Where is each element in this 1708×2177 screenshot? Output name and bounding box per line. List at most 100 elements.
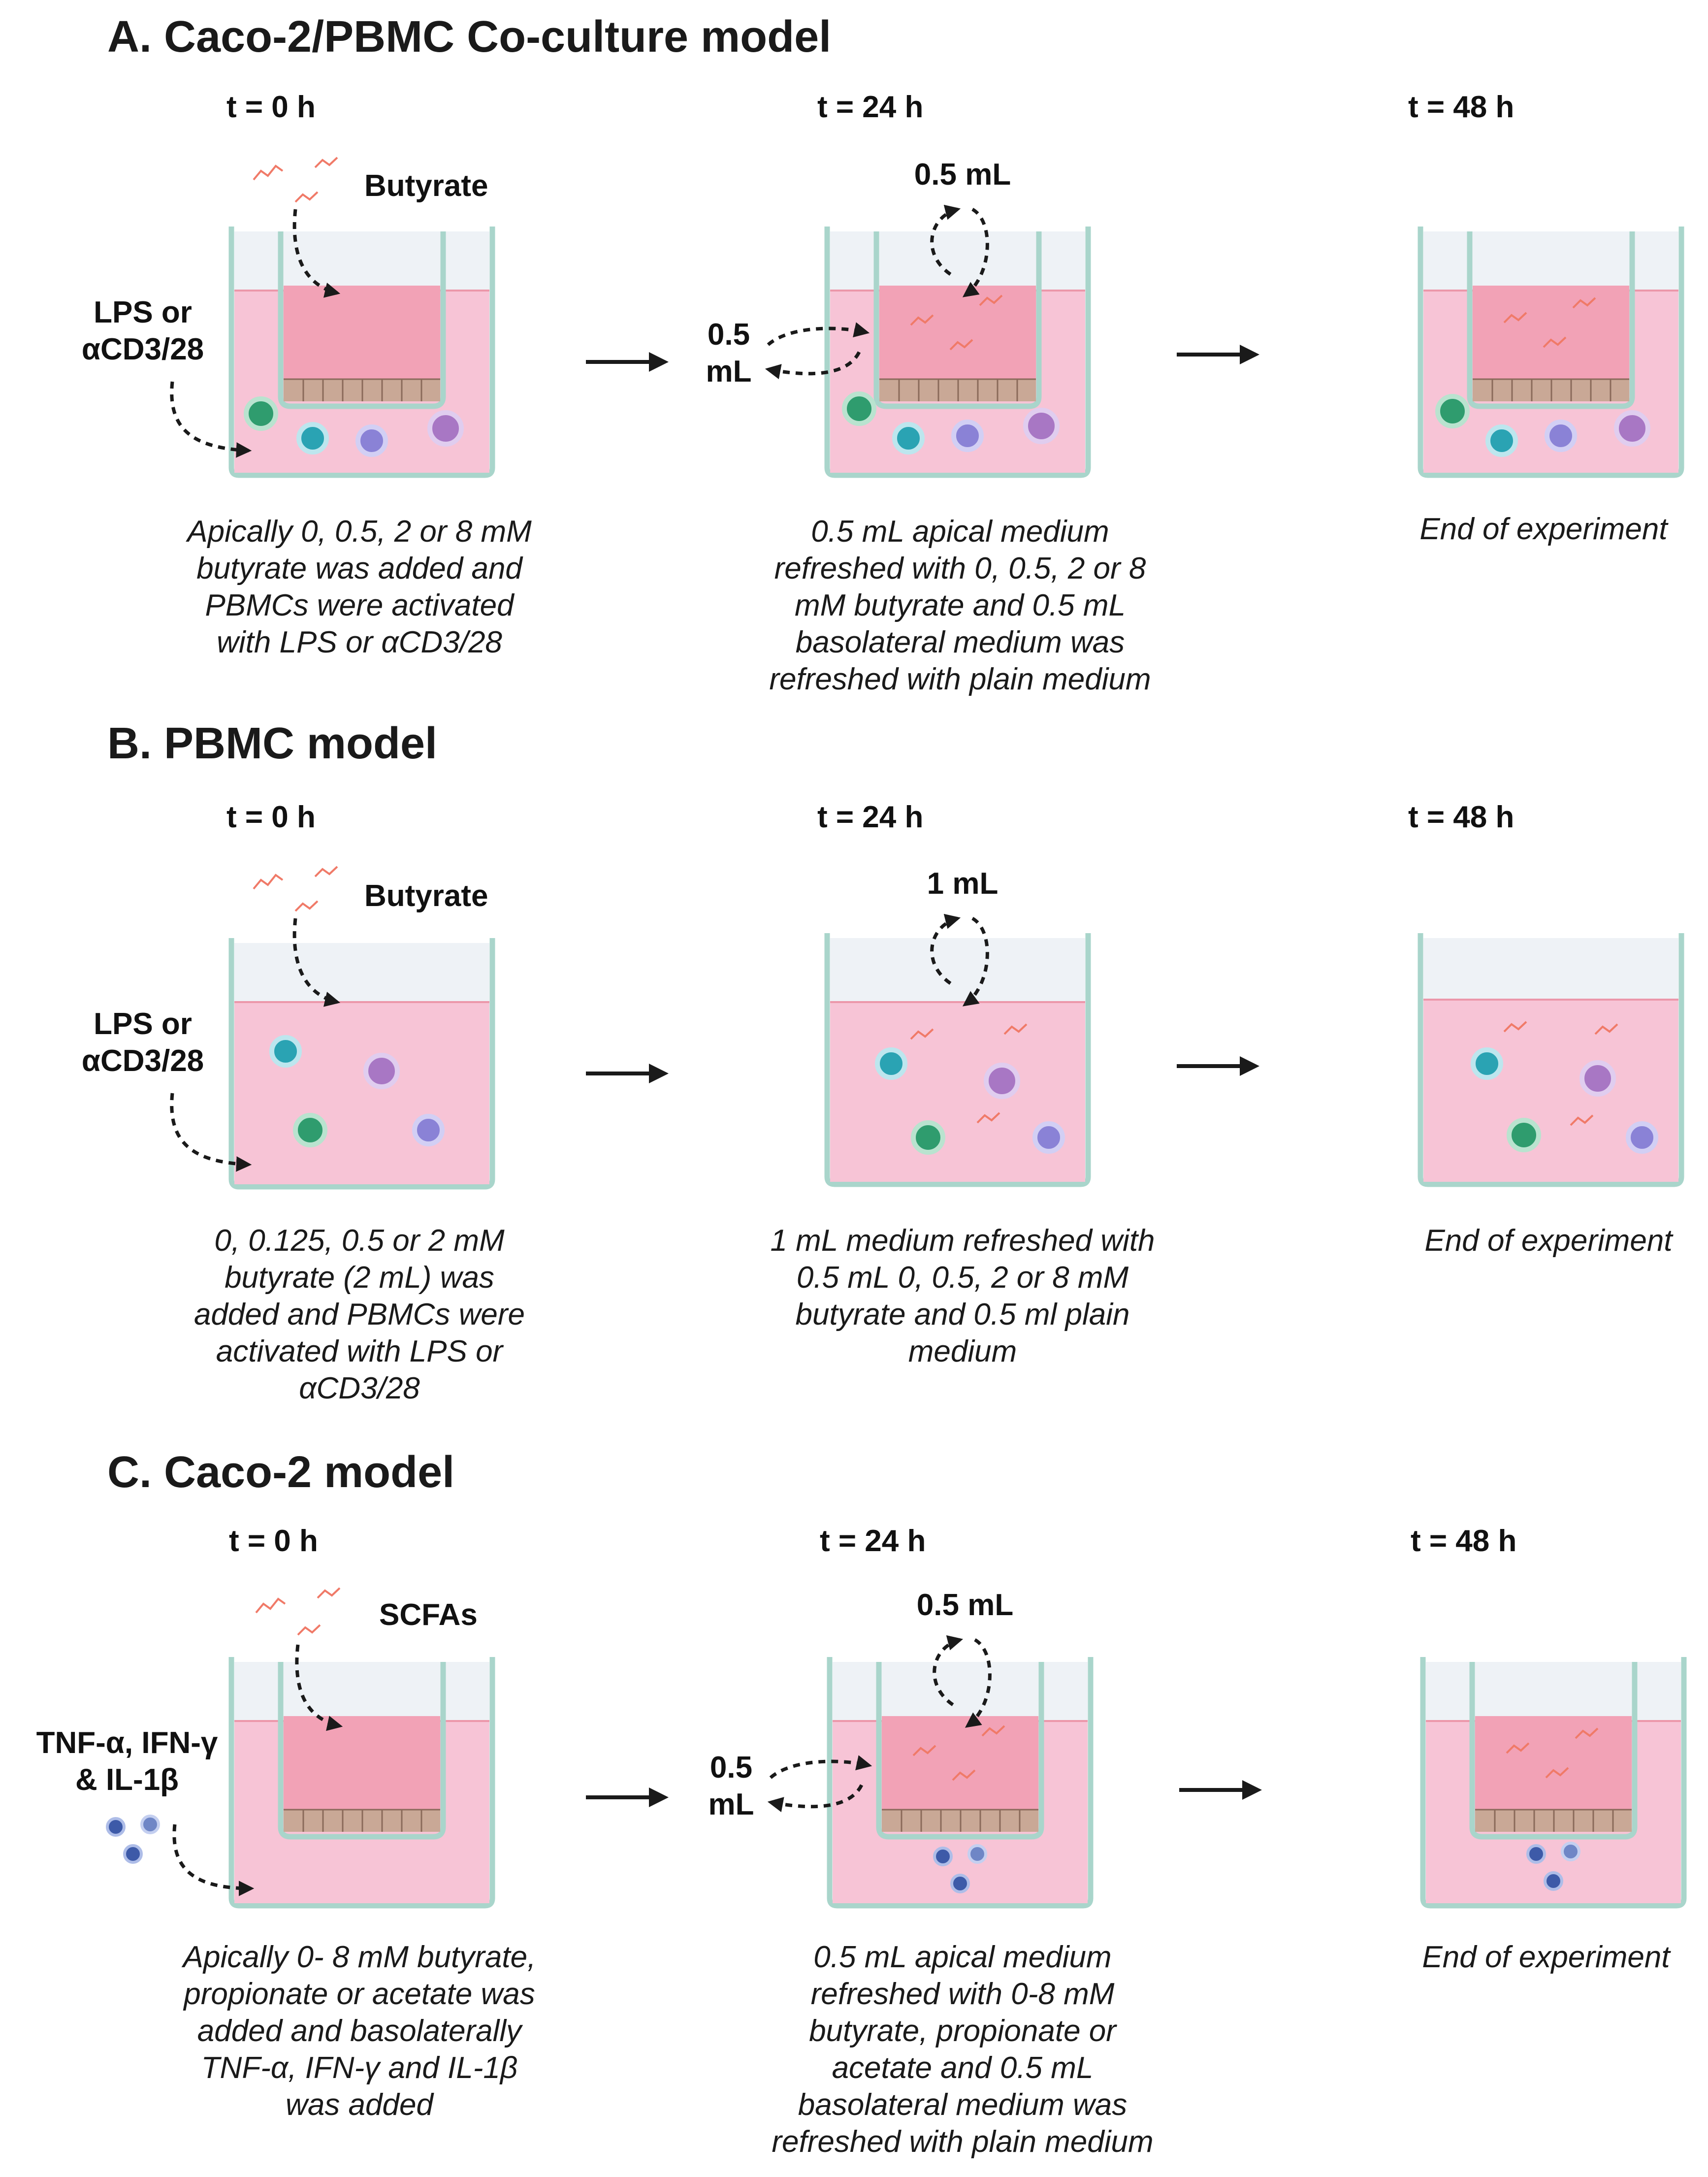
cytokine-particles (106, 1815, 160, 1864)
top-agent-label: Butyrate (364, 879, 488, 913)
top-volume-label: 1 mL (927, 867, 999, 901)
immune-cell (244, 396, 278, 431)
section-a-caption-24: 0.5 mL apical medium refreshed with 0, 0… (769, 515, 1151, 696)
section-b-time-0: t = 0 h (226, 800, 316, 834)
side-volume-line-1: 0.5 (710, 1751, 752, 1785)
dashed-arrow (965, 1638, 992, 1728)
dashed-arrow (292, 209, 341, 298)
caco2-well-t48 (1420, 1657, 1687, 1909)
side-agent-line-1: LPS or (94, 1007, 192, 1041)
section-b-time-24: t = 24 h (817, 800, 923, 834)
dashed-arrow (930, 913, 961, 986)
svg-text:refreshed with 0, 0.5, 2 or 8: refreshed with 0, 0.5, 2 or 8 (774, 552, 1146, 585)
svg-text:added and PBMCs were: added and PBMCs were (194, 1298, 525, 1332)
immune-cell (427, 410, 464, 447)
section-a-title: A. Caco-2/PBMC Co-culture model (107, 12, 831, 62)
top-volume-label: 0.5 mL (917, 1588, 1013, 1622)
section-a-caption-48: End of experiment (1419, 512, 1669, 546)
top-agent-label: SCFAs (379, 1598, 478, 1632)
svg-text:End of experiment: End of experiment (1419, 512, 1669, 546)
section-a-time-48: t = 48 h (1408, 90, 1514, 124)
side-agent-line-1: LPS or (94, 295, 192, 329)
side-volume-line-2: mL (709, 1787, 754, 1821)
svg-text:1 mL medium refreshed with: 1 mL medium refreshed with (770, 1224, 1155, 1258)
dashed-arrow (170, 1093, 252, 1172)
svg-text:butyrate and 0.5 ml plain: butyrate and 0.5 ml plain (796, 1298, 1130, 1332)
svg-text:0, 0.125, 0.5 or 2 mM: 0, 0.125, 0.5 or 2 mM (214, 1224, 505, 1258)
dashed-arrow (962, 207, 989, 297)
side-agent-line-2: αCD3/28 (82, 1044, 204, 1078)
svg-text:butyrate (2 mL) was: butyrate (2 mL) was (225, 1261, 494, 1295)
section-c-caption-0: Apically 0- 8 mM butyrate, propionate or… (181, 1940, 536, 2122)
section-c: C. Caco-2 model t = 0 h t = 24 h t = 48 … (36, 1448, 1687, 2159)
immune-cell (355, 424, 388, 457)
dashed-arrow (292, 918, 341, 1007)
svg-text:0.5 mL apical medium: 0.5 mL apical medium (813, 1940, 1111, 1974)
coculture-well-t48 (1418, 227, 1684, 478)
section-b-caption-48: End of experiment (1424, 1224, 1674, 1258)
svg-text:0.5 mL apical medium: 0.5 mL apical medium (811, 515, 1109, 549)
svg-text:αCD3/28: αCD3/28 (299, 1371, 420, 1405)
section-b: B. PBMC model t = 0 h t = 24 h t = 48 h … (82, 719, 1684, 1405)
side-volume-line-1: 0.5 (708, 318, 750, 352)
dashed-arrow (767, 1784, 864, 1813)
svg-text:basolateral medium was: basolateral medium was (796, 625, 1125, 659)
section-c-caption-48: End of experiment (1422, 1940, 1671, 1974)
section-b-time-48: t = 48 h (1408, 800, 1514, 834)
pbmc-well-t24 (824, 933, 1091, 1187)
side-agent-line-2: & IL-1β (75, 1763, 179, 1797)
svg-text:medium: medium (908, 1334, 1017, 1368)
svg-text:PBMCs were activated: PBMCs were activated (205, 588, 515, 622)
immune-cell (296, 422, 329, 455)
caco2-well-t0 (228, 1657, 495, 1909)
coculture-well-t24 (824, 227, 1091, 478)
svg-text:End of experiment: End of experiment (1424, 1224, 1674, 1258)
svg-text:butyrate, propionate or: butyrate, propionate or (809, 2014, 1117, 2048)
side-agent-line-2: αCD3/28 (82, 332, 204, 366)
svg-text:TNF-α, IFN-γ and IL-1β: TNF-α, IFN-γ and IL-1β (201, 2051, 518, 2085)
pbmc-well-t48 (1418, 933, 1684, 1187)
scfa-molecules (255, 1587, 341, 1636)
section-c-title: C. Caco-2 model (107, 1448, 454, 1497)
coculture-well-t0 (228, 227, 495, 478)
side-agent-line-1: TNF-α, IFN-γ (36, 1726, 218, 1760)
svg-text:refreshed with plain medium: refreshed with plain medium (769, 662, 1151, 696)
section-b-caption-24: 1 mL medium refreshed with 0.5 mL 0, 0.5… (770, 1224, 1155, 1368)
svg-text:propionate or acetate was: propionate or acetate was (183, 1977, 535, 2011)
svg-text:was added: was added (286, 2088, 434, 2122)
section-b-caption-0: 0, 0.125, 0.5 or 2 mM butyrate (2 mL) wa… (194, 1224, 525, 1405)
top-volume-label: 0.5 mL (914, 158, 1011, 192)
section-b-title: B. PBMC model (107, 719, 437, 768)
section-a-caption-0: Apically 0, 0.5, 2 or 8 mM butyrate was … (185, 515, 532, 659)
side-volume-line-2: mL (706, 355, 752, 389)
svg-text:Apically 0- 8 mM butyrate,: Apically 0- 8 mM butyrate, (181, 1940, 536, 1974)
dashed-arrow (962, 916, 989, 1007)
butyrate-molecules (253, 157, 338, 203)
butyrate-molecules (253, 866, 338, 912)
svg-text:activated with LPS or: activated with LPS or (216, 1334, 504, 1368)
section-c-time-48: t = 48 h (1411, 1524, 1516, 1558)
svg-text:acetate and 0.5 mL: acetate and 0.5 mL (832, 2051, 1094, 2085)
svg-text:0.5 mL 0, 0.5, 2 or 8 mM: 0.5 mL 0, 0.5, 2 or 8 mM (797, 1261, 1129, 1295)
dashed-arrow (930, 204, 961, 277)
svg-text:refreshed with 0-8 mM: refreshed with 0-8 mM (811, 1977, 1115, 2011)
svg-text:End of experiment: End of experiment (1422, 1940, 1671, 1974)
svg-text:with LPS or αCD3/28: with LPS or αCD3/28 (217, 625, 502, 659)
dashed-arrow (295, 1644, 343, 1731)
svg-text:Apically 0, 0.5, 2 or 8 mM: Apically 0, 0.5, 2 or 8 mM (185, 515, 532, 549)
dashed-arrow (933, 1635, 964, 1708)
section-c-time-24: t = 24 h (820, 1524, 926, 1558)
section-c-time-0: t = 0 h (229, 1524, 318, 1558)
caco2-well-t24 (827, 1657, 1094, 1909)
dashed-arrow (170, 381, 252, 458)
top-agent-label: Butyrate (364, 169, 488, 203)
svg-text:butyrate was added and: butyrate was added and (196, 552, 523, 585)
svg-text:refreshed with plain medium: refreshed with plain medium (772, 2125, 1153, 2159)
section-a: A. Caco-2/PBMC Co-culture model t = 0 h … (82, 12, 1684, 696)
svg-text:basolateral medium was: basolateral medium was (798, 2088, 1128, 2122)
dashed-arrow (172, 1824, 255, 1896)
section-c-caption-24: 0.5 mL apical medium refreshed with 0-8 … (772, 1940, 1153, 2159)
svg-text:mM butyrate and 0.5 mL: mM butyrate and 0.5 mL (795, 588, 1126, 622)
svg-text:added and basolaterally: added and basolaterally (197, 2014, 523, 2048)
